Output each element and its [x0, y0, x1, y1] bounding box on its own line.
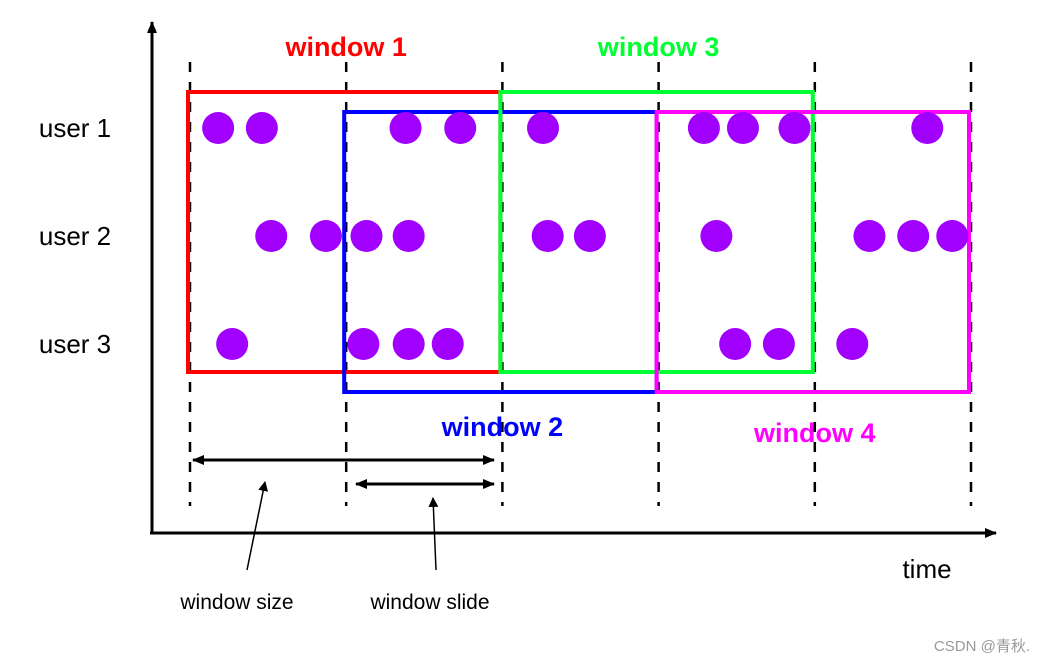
event-dot — [573, 220, 606, 252]
event-dot — [202, 112, 235, 144]
event-dot — [836, 328, 869, 360]
event-dot — [762, 328, 795, 360]
window-4-label: window 4 — [753, 418, 876, 448]
event-dot — [347, 328, 380, 360]
event-dot — [389, 112, 422, 144]
events — [202, 112, 969, 360]
event-dot — [309, 220, 342, 252]
window-size-pointer — [246, 481, 269, 571]
watermark: CSDN @青秋. — [934, 638, 1030, 655]
window-slide-pointer — [428, 497, 439, 571]
window-3-label: window 3 — [597, 32, 720, 62]
event-dot — [936, 220, 969, 252]
event-dot — [444, 112, 477, 144]
windows: window 1 window 2 window 3 window 4 — [186, 32, 971, 448]
event-dot — [431, 328, 464, 360]
event-dot — [531, 220, 564, 252]
user-2-label: user 2 — [39, 221, 111, 251]
event-dot — [897, 220, 930, 252]
window-4-box — [654, 110, 971, 394]
event-dot — [245, 112, 278, 144]
event-dot — [255, 220, 288, 252]
event-dot — [726, 112, 759, 144]
event-dot — [350, 220, 383, 252]
event-dot — [527, 112, 560, 144]
window-slide-label: window slide — [369, 591, 489, 614]
event-dot — [687, 112, 720, 144]
event-dot — [392, 220, 425, 252]
user-3-label: user 3 — [39, 329, 111, 359]
event-dot — [853, 220, 886, 252]
event-dot — [216, 328, 249, 360]
event-dot — [700, 220, 733, 252]
event-dot — [778, 112, 811, 144]
event-dot — [719, 328, 752, 360]
window-2-label: window 2 — [441, 412, 564, 442]
x-axis-label: time — [902, 554, 951, 584]
window-1-label: window 1 — [284, 32, 407, 62]
event-dot — [911, 112, 944, 144]
event-dot — [392, 328, 425, 360]
window-size-label: window size — [179, 591, 293, 614]
user-1-label: user 1 — [39, 113, 111, 143]
user-labels: user 1 user 2 user 3 — [39, 113, 111, 359]
